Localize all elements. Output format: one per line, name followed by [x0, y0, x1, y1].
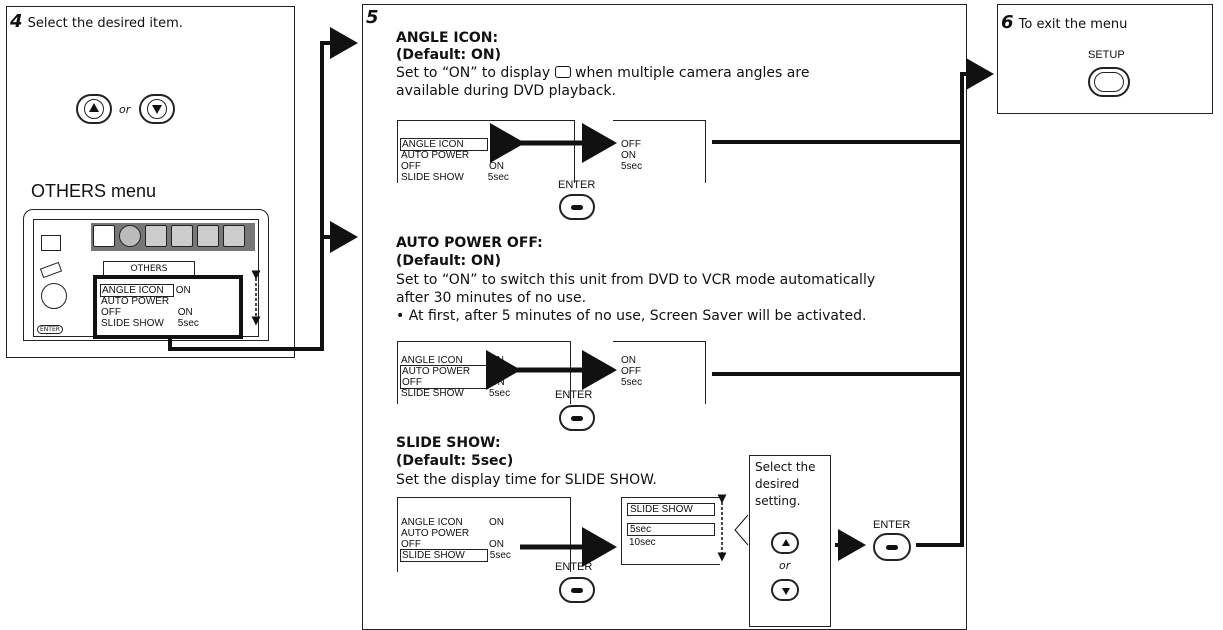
flow-connectors — [0, 0, 1223, 626]
